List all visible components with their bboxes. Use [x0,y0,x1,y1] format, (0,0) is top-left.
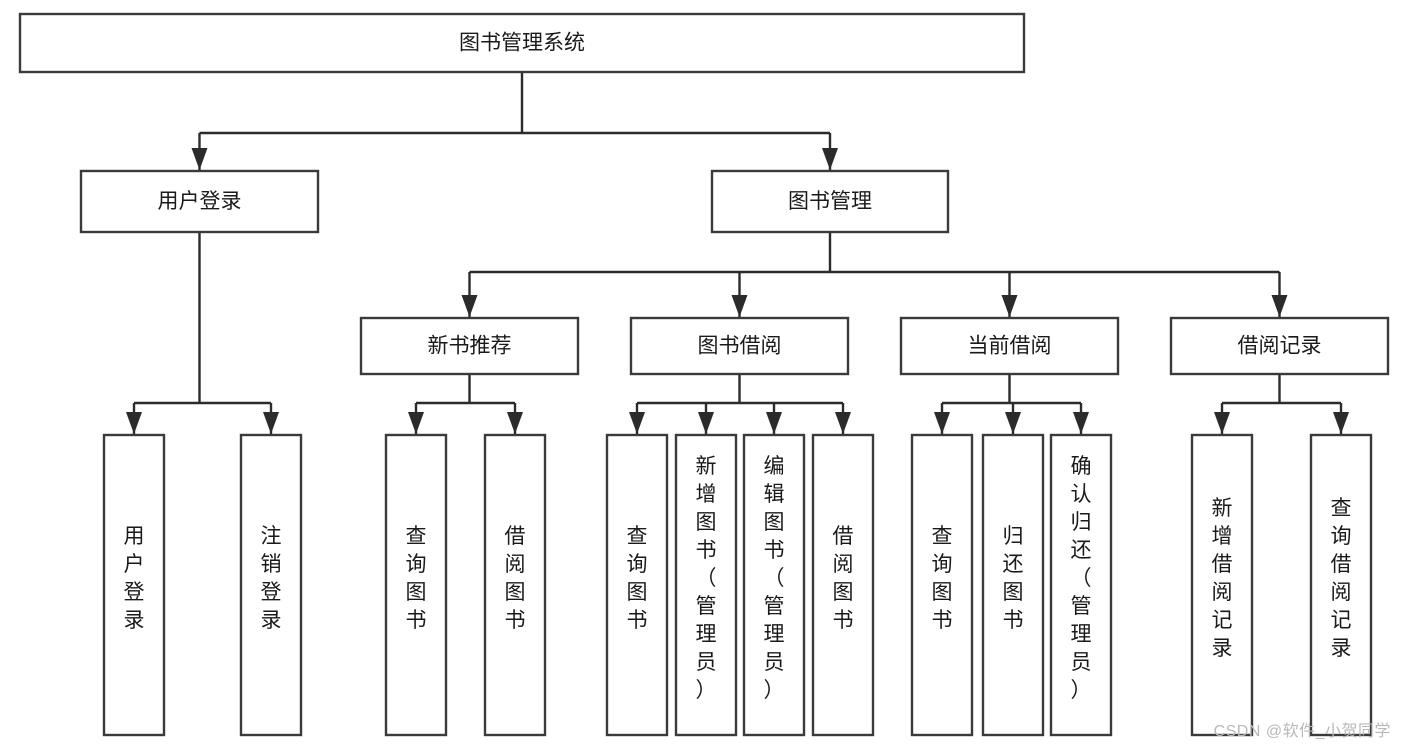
level2-node-0[interactable]: 用户登录 [79,169,320,234]
arrow-head-icon [126,412,142,434]
arrow-head-icon [629,412,645,434]
leaf-node-9[interactable]: 归还图书 [981,433,1045,737]
arrow-head-icon [766,412,782,434]
arrow-head-icon [263,412,279,434]
node-rect [1190,433,1254,737]
node-rect [910,433,974,737]
node-rect [18,12,1026,74]
arrow-head-icon [1271,295,1288,317]
leaf-node-3[interactable]: 借阅图书 [483,433,547,737]
level3-node-2[interactable]: 当前借阅 [899,316,1120,376]
node-layer: 图书管理系统用户登录图书管理新书推荐图书借阅当前借阅借阅记录用户登录注销登录查询… [18,12,1390,737]
node-rect [102,433,166,737]
arrow-head-icon [1214,412,1230,434]
node-label: 查询图书 [627,525,648,632]
node-label: 当前借阅 [968,335,1052,358]
leaf-node-0[interactable]: 用户登录 [102,433,166,737]
node-rect [899,316,1120,376]
node-label: 用户登录 [124,525,145,632]
node-rect [79,169,320,234]
arrow-head-icon [731,295,748,317]
node-rect [384,433,448,737]
arrow-head-icon [698,412,714,434]
node-label: 图书管理系统 [459,32,585,55]
arrow-head-icon [1005,412,1021,434]
node-label: 查询图书 [932,525,953,632]
level2-node-1[interactable]: 图书管理 [710,169,950,234]
arrow-head-icon [1073,412,1089,434]
root-node-book-management-system[interactable]: 图书管理系统 [18,12,1026,74]
node-rect [1309,433,1373,737]
node-rect [359,316,580,376]
arrow-head-icon [1001,295,1018,317]
leaf-node-8[interactable]: 查询图书 [910,433,974,737]
node-rect [483,433,547,737]
arrow-head-icon [191,148,208,170]
arrow-head-icon [408,412,424,434]
node-rect [239,433,303,737]
node-label: 新增图书（管理员） [696,455,717,702]
node-rect [710,169,950,234]
node-rect [605,433,669,737]
node-rect [742,433,806,737]
node-rect [981,433,1045,737]
arrow-head-icon [835,412,851,434]
node-label: 借阅记录 [1238,335,1322,358]
node-rect [1049,433,1113,737]
node-rect [1169,316,1390,376]
csdn-watermark: CSDN @软件_小贺同学 [1213,723,1391,740]
node-label: 借阅图书 [833,525,854,632]
leaf-node-2[interactable]: 查询图书 [384,433,448,737]
arrow-head-icon [1333,412,1349,434]
node-label: 注销登录 [261,525,282,632]
arrow-head-icon [507,412,523,434]
leaf-node-7[interactable]: 借阅图书 [811,433,875,737]
node-rect [629,316,850,376]
connector-layer [126,72,1349,434]
leaf-node-5[interactable]: 新增图书（管理员） [674,433,738,737]
node-label: 新书推荐 [428,335,512,358]
node-rect [811,433,875,737]
node-label: 新增借阅记录 [1212,497,1233,660]
level3-node-0[interactable]: 新书推荐 [359,316,580,376]
node-label: 用户登录 [158,190,242,213]
node-label: 归还图书 [1003,525,1024,632]
arrow-head-icon [822,148,838,170]
leaf-node-11[interactable]: 新增借阅记录 [1190,433,1254,737]
leaf-node-1[interactable]: 注销登录 [239,433,303,737]
level3-node-1[interactable]: 图书借阅 [629,316,850,376]
node-label: 确认归还（管理员） [1071,455,1092,702]
node-label: 查询图书 [406,525,427,632]
arrow-head-icon [934,412,950,434]
leaf-node-4[interactable]: 查询图书 [605,433,669,737]
leaf-node-12[interactable]: 查询借阅记录 [1309,433,1373,737]
leaf-node-6[interactable]: 编辑图书（管理员） [742,433,806,737]
node-label: 图书管理 [788,190,872,213]
node-rect [674,433,738,737]
node-label: 编辑图书（管理员） [764,455,785,702]
node-label: 图书借阅 [698,335,782,358]
node-label: 借阅图书 [505,525,526,632]
arrow-head-icon [461,295,478,317]
level3-node-3[interactable]: 借阅记录 [1169,316,1390,376]
node-label: 查询借阅记录 [1331,497,1352,660]
leaf-node-10[interactable]: 确认归还（管理员） [1049,433,1113,737]
